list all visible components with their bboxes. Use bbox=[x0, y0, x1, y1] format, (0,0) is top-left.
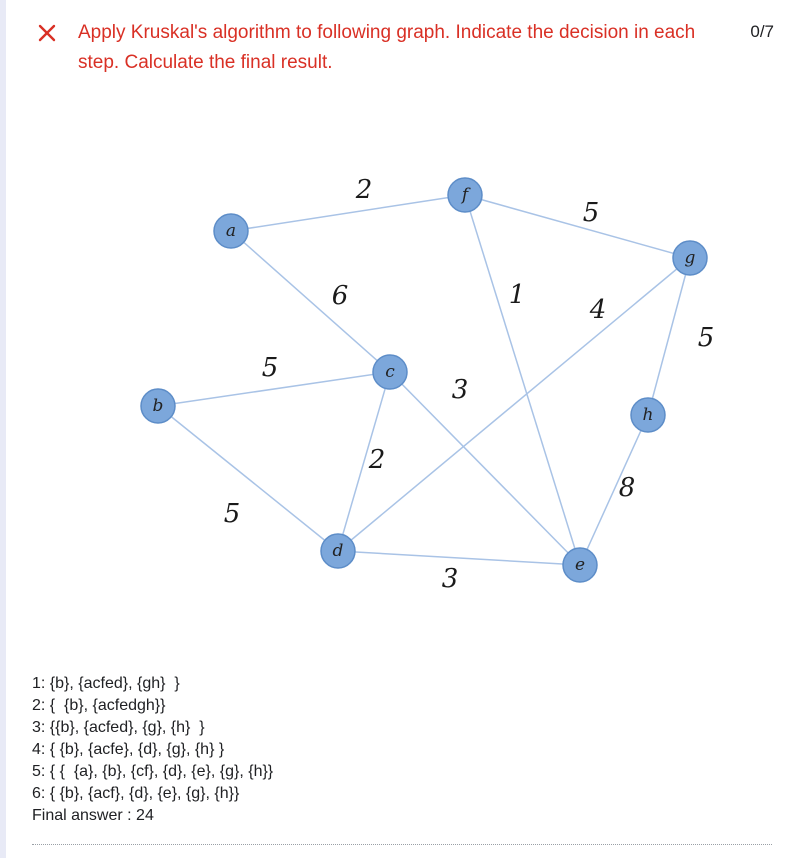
edge-f-e bbox=[464, 194, 581, 566]
edge-b-d bbox=[157, 405, 339, 552]
answer-line-2: 2: { {b}, {acfedgh}} bbox=[32, 697, 166, 714]
question-header: Apply Kruskal's algorithm to following g… bbox=[34, 18, 774, 88]
edge-b-c bbox=[157, 371, 391, 407]
edge-a-c bbox=[230, 230, 391, 373]
edge-h-e bbox=[579, 414, 649, 566]
score-label: 0/7 bbox=[750, 22, 774, 41]
node-d bbox=[320, 533, 356, 569]
graph-edges bbox=[157, 194, 691, 566]
node-c bbox=[372, 354, 408, 390]
edge-g-h bbox=[647, 257, 691, 416]
question-title: Apply Kruskal's algorithm to following g… bbox=[78, 22, 696, 73]
answer-line-1: 1: {b}, {acfed}, {gh} } bbox=[32, 675, 180, 692]
close-icon bbox=[38, 24, 56, 42]
edge-g-d bbox=[337, 257, 691, 552]
weight-label-b-d: 5 bbox=[224, 499, 241, 529]
answer-line-6: 6: { {b}, {acf}, {d}, {e}, {g}, {h}} bbox=[32, 785, 240, 802]
edge-f-g bbox=[464, 194, 691, 259]
weight-label-f-e: 1 bbox=[509, 280, 526, 310]
final-answer-line: Final answer : 24 bbox=[32, 807, 154, 824]
weight-label-c-d: 2 bbox=[368, 445, 386, 475]
weight-label-a-c: 6 bbox=[332, 281, 349, 311]
node-a bbox=[213, 213, 249, 249]
node-h bbox=[630, 397, 666, 433]
weight-label-g-d: 4 bbox=[589, 295, 607, 325]
edge-weights: 2 5 6 1 4 5 5 3 2 5 8 3 bbox=[224, 175, 715, 594]
weight-label-d-e: 3 bbox=[442, 564, 459, 594]
node-label-f: f bbox=[460, 185, 471, 205]
answer-line-4: 4: { {b}, {acfe}, {d}, {g}, {h} } bbox=[32, 741, 225, 758]
node-b bbox=[140, 388, 176, 424]
edge-d-e bbox=[337, 550, 581, 566]
question-card-border bbox=[0, 0, 6, 858]
node-g bbox=[672, 240, 708, 276]
graph-nodes: a f g c b h d e bbox=[140, 177, 708, 583]
answer-line-3: 3: {{b}, {acfed}, {g}, {h} } bbox=[32, 719, 205, 736]
node-label-e: e bbox=[575, 555, 585, 575]
graph-svg: 2 5 6 1 4 5 5 3 2 5 8 3 a f g c b h d e bbox=[140, 175, 715, 594]
answer-field-underline bbox=[32, 844, 772, 845]
node-label-b: b bbox=[153, 396, 164, 416]
answer-line-5: 5: { { {a}, {b}, {cf}, {d}, {e}, {g}, {h… bbox=[32, 763, 274, 780]
edge-a-f bbox=[230, 194, 466, 232]
weight-label-g-h: 5 bbox=[698, 323, 715, 353]
node-label-g: g bbox=[685, 248, 696, 268]
graph-figure: 2 5 6 1 4 5 5 3 2 5 8 3 a f g c b h d e bbox=[120, 150, 740, 610]
weight-label-a-f: 2 bbox=[355, 175, 373, 205]
edge-c-e bbox=[389, 371, 581, 566]
node-e bbox=[562, 547, 598, 583]
weight-label-b-c: 5 bbox=[262, 353, 279, 383]
node-label-h: h bbox=[643, 405, 654, 425]
edge-c-d bbox=[337, 371, 391, 552]
node-label-c: c bbox=[385, 362, 395, 382]
weight-label-f-g: 5 bbox=[583, 198, 600, 228]
node-f bbox=[447, 177, 483, 213]
node-label-d: d bbox=[333, 541, 344, 561]
weight-label-h-e: 8 bbox=[619, 473, 636, 503]
node-label-a: a bbox=[226, 221, 236, 241]
answer-text: 1: {b}, {acfed}, {gh} } 2: { {b}, {acfed… bbox=[32, 673, 772, 827]
weight-label-c-e: 3 bbox=[452, 375, 469, 405]
